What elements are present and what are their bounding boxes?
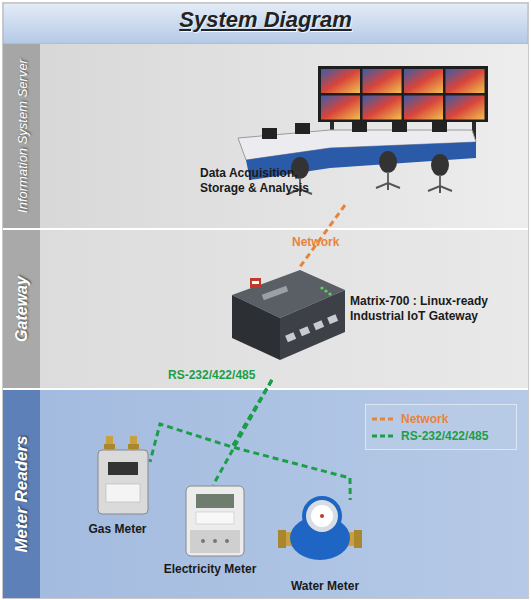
electricity-meter-illustration xyxy=(190,530,240,553)
node-caption: Electricity Meter xyxy=(158,562,262,577)
gateway-device-illustration xyxy=(250,278,261,288)
electricity-meter-illustration xyxy=(196,494,234,508)
control-room-illustration xyxy=(352,121,367,132)
legend-line-sample xyxy=(372,432,396,440)
connector-label: Network xyxy=(292,235,339,249)
water-meter-illustration xyxy=(320,514,324,518)
gas-meter-illustration xyxy=(106,484,140,502)
legend-row: RS-232/422/485 xyxy=(372,427,510,444)
legend-text: Network xyxy=(401,412,448,426)
control-room-illustration xyxy=(321,69,360,93)
legend-box: NetworkRS-232/422/485 xyxy=(365,404,517,450)
gas-meter-illustration xyxy=(104,444,115,449)
control-room-illustration xyxy=(431,154,449,176)
control-room-illustration xyxy=(392,121,407,132)
electricity-meter-illustration xyxy=(225,539,229,543)
control-room-illustration xyxy=(432,121,447,132)
legend-line-sample xyxy=(372,417,396,420)
control-room-illustration xyxy=(363,69,402,93)
electricity-meter-illustration xyxy=(201,539,205,543)
band-label: Information System Server xyxy=(14,59,29,213)
control-room-illustration xyxy=(379,151,397,173)
connector-label: RS-232/422/485 xyxy=(168,368,255,382)
water-meter-illustration xyxy=(311,505,333,527)
control-room-illustration xyxy=(404,96,443,120)
control-room-illustration xyxy=(446,69,485,93)
gateway-device-illustration xyxy=(320,286,323,289)
legend-line-sample xyxy=(372,434,396,437)
page-frame xyxy=(3,3,529,599)
electricity-meter-illustration xyxy=(186,486,244,556)
control-room-illustration xyxy=(318,66,488,122)
gateway-device-illustration xyxy=(328,292,331,295)
band-label-column: Information System Server xyxy=(3,44,40,228)
control-room-illustration xyxy=(295,123,310,134)
gateway-device-illustration xyxy=(327,314,338,324)
diagram-title: System Diagram xyxy=(0,7,531,33)
gateway-device-illustration xyxy=(299,326,310,336)
legend-row: Network xyxy=(372,410,510,427)
band-label: Meter Readers xyxy=(12,435,32,552)
legend-text: RS-232/422/485 xyxy=(401,429,488,443)
control-room-illustration xyxy=(404,69,443,93)
node-caption: Data Acquisition, Storage & Analysis xyxy=(200,166,318,196)
gateway-device-illustration xyxy=(313,320,324,330)
band-label-column: Meter Readers xyxy=(3,390,40,598)
water-meter-illustration xyxy=(304,498,340,534)
gas-meter-illustration xyxy=(128,444,139,449)
gateway-device-illustration xyxy=(262,286,288,301)
gas-meter-illustration xyxy=(98,450,148,514)
electricity-meter-illustration xyxy=(186,486,244,556)
band-label-column: Gateway xyxy=(3,230,40,388)
gateway-device-illustration xyxy=(252,281,259,284)
control-room-illustration xyxy=(363,96,402,120)
control-room-illustration xyxy=(262,128,277,139)
gateway-device-illustration xyxy=(324,289,327,292)
control-room-illustration xyxy=(446,96,485,120)
legend-line-sample xyxy=(372,415,396,423)
node-caption: Gas Meter xyxy=(75,522,160,537)
electricity-meter-illustration xyxy=(213,539,217,543)
node-caption: Matrix-700 : Linux-ready Industrial IoT … xyxy=(350,294,520,324)
gateway-device-illustration xyxy=(285,332,296,342)
control-room-illustration xyxy=(321,96,360,120)
band-label: Gateway xyxy=(13,276,31,342)
page-frame xyxy=(3,3,529,599)
water-meter-illustration xyxy=(278,530,286,548)
gas-meter-illustration xyxy=(108,462,138,475)
electricity-meter-illustration xyxy=(196,512,234,524)
water-meter-illustration xyxy=(354,530,362,548)
node-caption: Water Meter xyxy=(280,579,370,594)
